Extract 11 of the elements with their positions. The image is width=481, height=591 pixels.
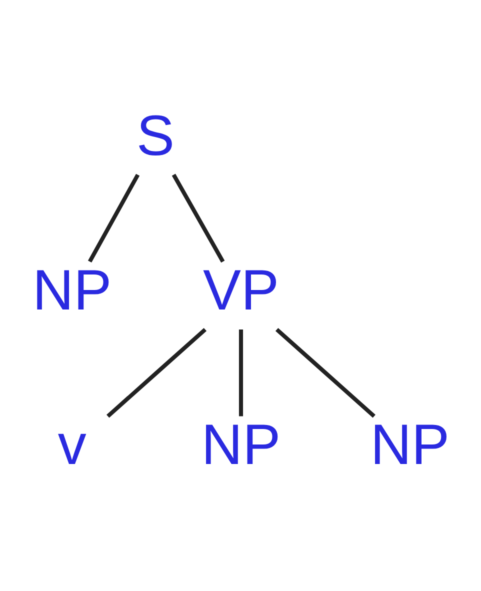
connector — [171, 174, 224, 263]
node-text: NP — [32, 258, 112, 323]
node-text: S — [136, 104, 174, 168]
connector — [87, 174, 140, 263]
connector — [106, 328, 206, 418]
node-text: NP — [370, 413, 449, 478]
node-text: NP — [200, 413, 280, 478]
node-text: v — [57, 413, 86, 478]
node-text: VP — [202, 258, 278, 323]
connector — [238, 329, 243, 416]
connector — [274, 328, 375, 418]
